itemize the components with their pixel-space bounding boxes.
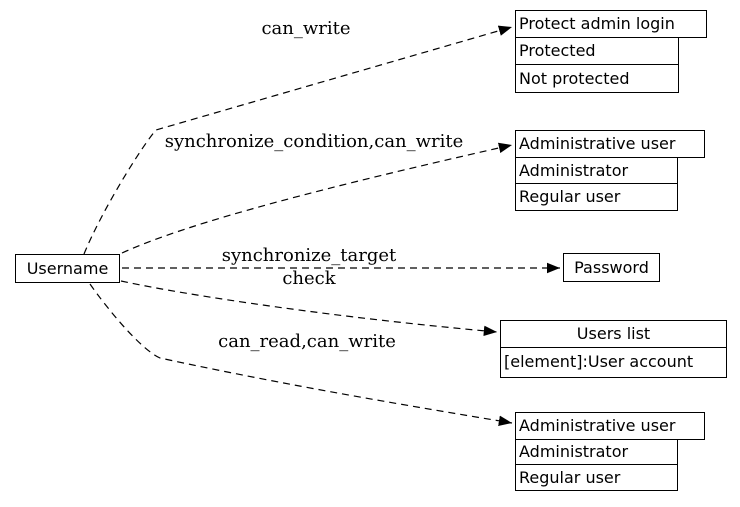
node-username-label: Username	[26, 259, 109, 278]
node-protect-admin-login-row-not-protected: Not protected	[515, 64, 679, 94]
edge-label-can-write: can_write	[261, 18, 351, 39]
node-protect-admin-login-title: Protect admin login	[515, 10, 707, 38]
edge-label-synchronize-condition-can-write: synchronize_condition,can_write	[164, 131, 464, 152]
edge-label-synchronize-target: synchronize_target	[221, 245, 397, 266]
node-administrative-user-bottom: Administrative user Administrator Regula…	[515, 412, 705, 492]
node-password: Password	[563, 253, 660, 282]
edge-check	[120, 280, 498, 337]
edge-can-read-can-write	[89, 283, 513, 427]
node-username: Username	[15, 254, 120, 283]
node-administrative-user-top-row-administrator: Administrator	[515, 156, 678, 185]
node-administrative-user-bottom-title: Administrative user	[515, 412, 705, 440]
node-administrative-user-top: Administrative user Administrator Regula…	[515, 130, 705, 212]
node-protect-admin-login-row-protected: Protected	[515, 36, 679, 66]
node-administrative-user-top-title: Administrative user	[515, 130, 705, 158]
edge-synchronize-condition-can-write	[121, 142, 513, 254]
node-users-list-row-element: [element]:User account	[500, 346, 727, 378]
node-password-label: Password	[574, 258, 649, 277]
node-protect-admin-login: Protect admin login Protected Not protec…	[515, 10, 707, 94]
node-users-list-title: Users list	[500, 320, 727, 348]
edge-label-check: check	[282, 268, 336, 289]
node-administrative-user-bottom-row-regular-user: Regular user	[515, 464, 678, 492]
node-administrative-user-top-row-regular-user: Regular user	[515, 183, 678, 212]
node-administrative-user-bottom-row-administrator: Administrator	[515, 438, 678, 466]
edge-label-can-read-can-write: can_read,can_write	[218, 331, 396, 352]
node-users-list: Users list [element]:User account	[500, 320, 727, 378]
edge-can-write	[83, 25, 513, 255]
